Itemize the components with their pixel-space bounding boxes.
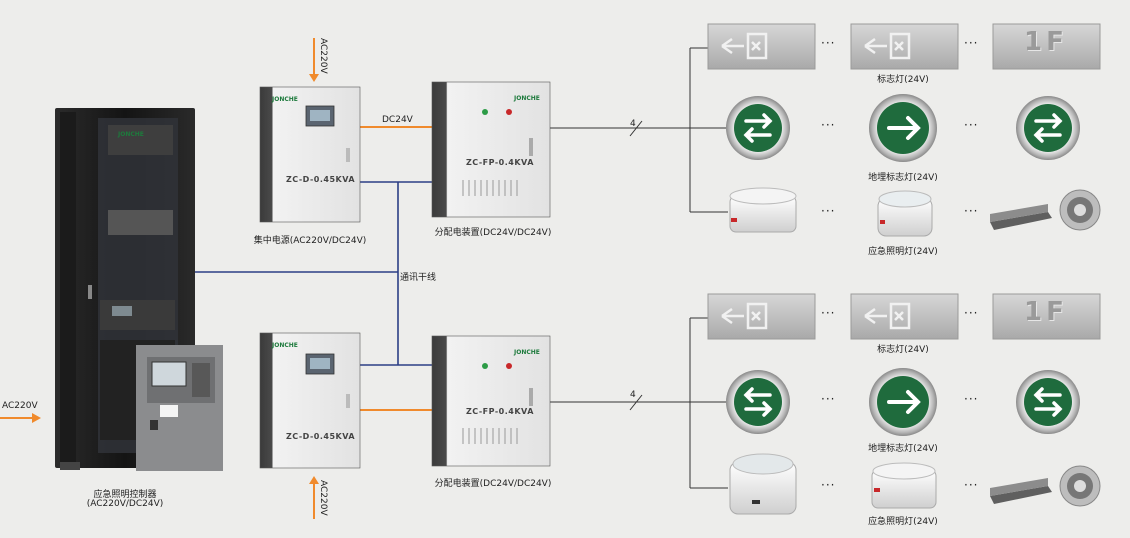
ellipsis: ···	[821, 36, 836, 50]
power-lines	[360, 126, 432, 411]
output-bus-bottom	[550, 317, 728, 489]
emergency-lamp-label-bottom: 应急照明灯(24V)	[868, 517, 938, 527]
emergency-lamp-top-3-spot	[1059, 189, 1101, 231]
ellipsis: ···	[821, 478, 836, 492]
power-supply-model-bottom: ZC-D-0.45KVA	[286, 432, 356, 441]
sign-lamp-label-bottom: 标志灯(24V)	[877, 345, 929, 355]
floor-sign-text-bottom: 1F	[1024, 297, 1068, 327]
floor-sign-label-top: 地埋标志灯(24V)	[868, 173, 938, 183]
ellipsis: ···	[964, 478, 979, 492]
power-supply-model-top: ZC-D-0.45KVA	[286, 175, 356, 184]
exit-sign-lamp-bottom-2	[850, 293, 959, 340]
ellipsis: ···	[821, 118, 836, 132]
brand-power-supply-bottom: JONCHE	[272, 342, 298, 349]
distribution-model-bottom: ZC-FP-0.4KVA	[466, 407, 534, 416]
ac220v-label-left: AC220V	[2, 401, 38, 411]
dc24v-label: DC24V	[382, 115, 413, 125]
distribution-model-top: ZC-FP-0.4KVA	[466, 158, 534, 167]
ellipsis: ···	[964, 36, 979, 50]
ellipsis: ···	[964, 306, 979, 320]
distribution-label-top: 分配电装置(DC24V/DC24V)	[434, 228, 552, 238]
brand-power-supply-top: JONCHE	[272, 96, 298, 103]
exit-sign-lamp-top-1	[707, 23, 816, 70]
floor-sign-lamp-bottom-3	[992, 293, 1101, 340]
floor-sign-label-bottom: 地埋标志灯(24V)	[868, 444, 938, 454]
emergency-lamp-label-top: 应急照明灯(24V)	[868, 247, 938, 257]
ellipsis: ···	[964, 204, 979, 218]
floor-sign-bottom-2	[869, 368, 937, 436]
distribution-label-bottom: 分配电装置(DC24V/DC24V)	[434, 479, 552, 489]
emergency-lamp-top-1	[729, 187, 797, 233]
floor-sign-bottom-1	[726, 370, 790, 434]
comm-bus-label: 通讯干线	[400, 273, 437, 283]
emergency-lamp-top-3-driver	[990, 204, 1052, 230]
ellipsis: ···	[964, 392, 979, 406]
floor-sign-top-1	[726, 96, 790, 160]
controller-panel	[136, 345, 223, 471]
floor-sign-top-2	[869, 94, 937, 162]
comm-bus-lines	[192, 181, 432, 366]
controller-spec-label: (AC220V/DC24V)	[86, 499, 164, 509]
controller-label: 应急照明控制器	[93, 490, 157, 500]
floor-sign-text-top: 1F	[1024, 27, 1068, 57]
brand-distribution-bottom: JONCHE	[514, 349, 540, 356]
exit-sign-lamp-top-2	[850, 23, 959, 70]
brand-distribution-top: JONCHE	[514, 95, 540, 102]
emergency-lamp-bottom-3-spot	[1059, 465, 1101, 507]
emergency-lamp-top-2	[877, 190, 933, 237]
distribution-box-bottom	[431, 335, 551, 467]
sign-lamp-label-top: 标志灯(24V)	[877, 75, 929, 85]
brand-cabinet: JONCHE	[118, 131, 144, 138]
ellipsis: ···	[821, 392, 836, 406]
ellipsis: ···	[821, 204, 836, 218]
ellipsis: ···	[821, 306, 836, 320]
wire-count-bottom: 4	[630, 390, 636, 400]
wire-count-top: 4	[630, 119, 636, 129]
exit-sign-lamp-bottom-1	[707, 293, 816, 340]
power-supply-box-top	[259, 86, 361, 223]
ac220v-label-top: AC220V	[318, 38, 328, 74]
emergency-lamp-bottom-1	[729, 453, 797, 515]
ac220v-label-bottom: AC220V	[318, 480, 328, 516]
power-supply-box-bottom	[259, 332, 361, 469]
floor-sign-top-3	[1016, 96, 1080, 160]
ac220v-arrows	[0, 38, 319, 519]
ellipsis: ···	[964, 118, 979, 132]
output-bus-top	[550, 47, 728, 213]
emergency-lamp-bottom-3-driver	[990, 478, 1052, 504]
power-supply-label: 集中电源(AC220V/DC24V)	[253, 236, 367, 246]
emergency-lamp-bottom-2	[871, 462, 937, 509]
floor-sign-bottom-3	[1016, 370, 1080, 434]
floor-sign-lamp-top-3	[992, 23, 1101, 70]
distribution-box-top	[431, 81, 551, 218]
